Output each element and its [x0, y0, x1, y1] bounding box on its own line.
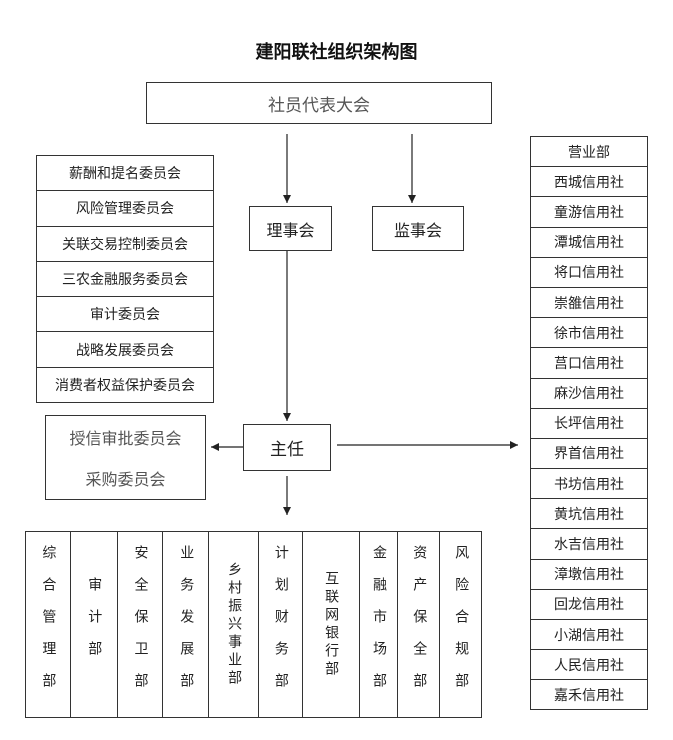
department-label: 乡村振兴事业部	[226, 561, 243, 688]
branch-item: 童游信用社	[531, 197, 647, 228]
department-label: 综合管理部	[40, 544, 57, 705]
department-cell: 乡村振兴事业部	[209, 532, 259, 717]
department-cell: 风险合规部	[440, 532, 481, 717]
branch-item: 界首信用社	[531, 439, 647, 470]
director-box: 主任	[243, 424, 331, 471]
branch-item: 徐市信用社	[531, 318, 647, 349]
department-label: 业务发展部	[178, 544, 195, 705]
director-committee-item: 授信审批委员会	[69, 428, 182, 448]
branch-item: 回龙信用社	[531, 590, 647, 620]
committee-item: 消费者权益保护委员会	[55, 378, 195, 395]
branch-item: 书坊信用社	[531, 469, 647, 500]
branch-item: 西城信用社	[531, 167, 647, 198]
supervisory-board-box: 监事会	[372, 206, 464, 251]
chart-title: 建阳联社组织架构图	[255, 42, 418, 63]
director-committees-box: 授信审批委员会 采购委员会	[45, 415, 206, 500]
branch-item: 水吉信用社	[531, 529, 647, 560]
department-label: 安全保卫部	[132, 544, 149, 705]
committee-item: 关联交易控制委员会	[37, 227, 213, 262]
department-cell: 资产保全部	[398, 532, 441, 717]
department-label: 金融市场部	[370, 544, 387, 705]
board-of-directors-box: 理事会	[249, 206, 332, 251]
branches-list: 营业部 西城信用社 童游信用社 潭城信用社 将口信用社 崇雒信用社 徐市信用社 …	[530, 136, 648, 710]
branch-item: 嘉禾信用社	[554, 688, 624, 705]
department-label: 审计部	[86, 576, 103, 673]
board-committees-list: 薪酬和提名委员会 风险管理委员会 关联交易控制委员会 三农金融服务委员会 审计委…	[36, 155, 214, 403]
department-cell: 计划财务部	[259, 532, 303, 717]
branch-item: 漳墩信用社	[531, 560, 647, 590]
committee-item: 薪酬和提名委员会	[37, 156, 213, 192]
branch-item: 潭城信用社	[531, 228, 647, 258]
branch-item: 营业部	[531, 137, 647, 168]
branch-item: 小湖信用社	[531, 620, 647, 651]
departments-table: 综合管理部 审计部 安全保卫部 业务发展部 乡村振兴事业部 计划财务部 互联网银…	[25, 531, 482, 718]
branch-item: 将口信用社	[531, 258, 647, 288]
committee-item: 三农金融服务委员会	[37, 262, 213, 298]
department-label: 互联网银行部	[323, 570, 340, 679]
committee-item: 风险管理委员会	[37, 191, 213, 227]
department-cell: 互联网银行部	[303, 532, 360, 717]
branch-item: 黄坑信用社	[531, 499, 647, 530]
department-cell: 综合管理部	[26, 532, 71, 717]
branch-item: 崇雒信用社	[531, 288, 647, 319]
department-label: 计划财务部	[272, 544, 289, 705]
department-cell: 安全保卫部	[118, 532, 164, 717]
director-committee-item: 采购委员会	[85, 469, 166, 489]
department-label: 风险合规部	[453, 544, 470, 705]
department-cell: 审计部	[71, 532, 118, 717]
department-cell: 业务发展部	[163, 532, 210, 717]
department-label: 资产保全部	[411, 544, 428, 705]
committee-item: 审计委员会	[37, 297, 213, 333]
branch-item: 莒口信用社	[531, 348, 647, 379]
branch-item: 麻沙信用社	[531, 379, 647, 409]
branch-item: 人民信用社	[531, 650, 647, 681]
committee-item: 战略发展委员会	[37, 332, 213, 368]
department-cell: 金融市场部	[360, 532, 399, 717]
branch-item: 长坪信用社	[531, 409, 647, 439]
members-assembly-box: 社员代表大会	[146, 82, 492, 124]
